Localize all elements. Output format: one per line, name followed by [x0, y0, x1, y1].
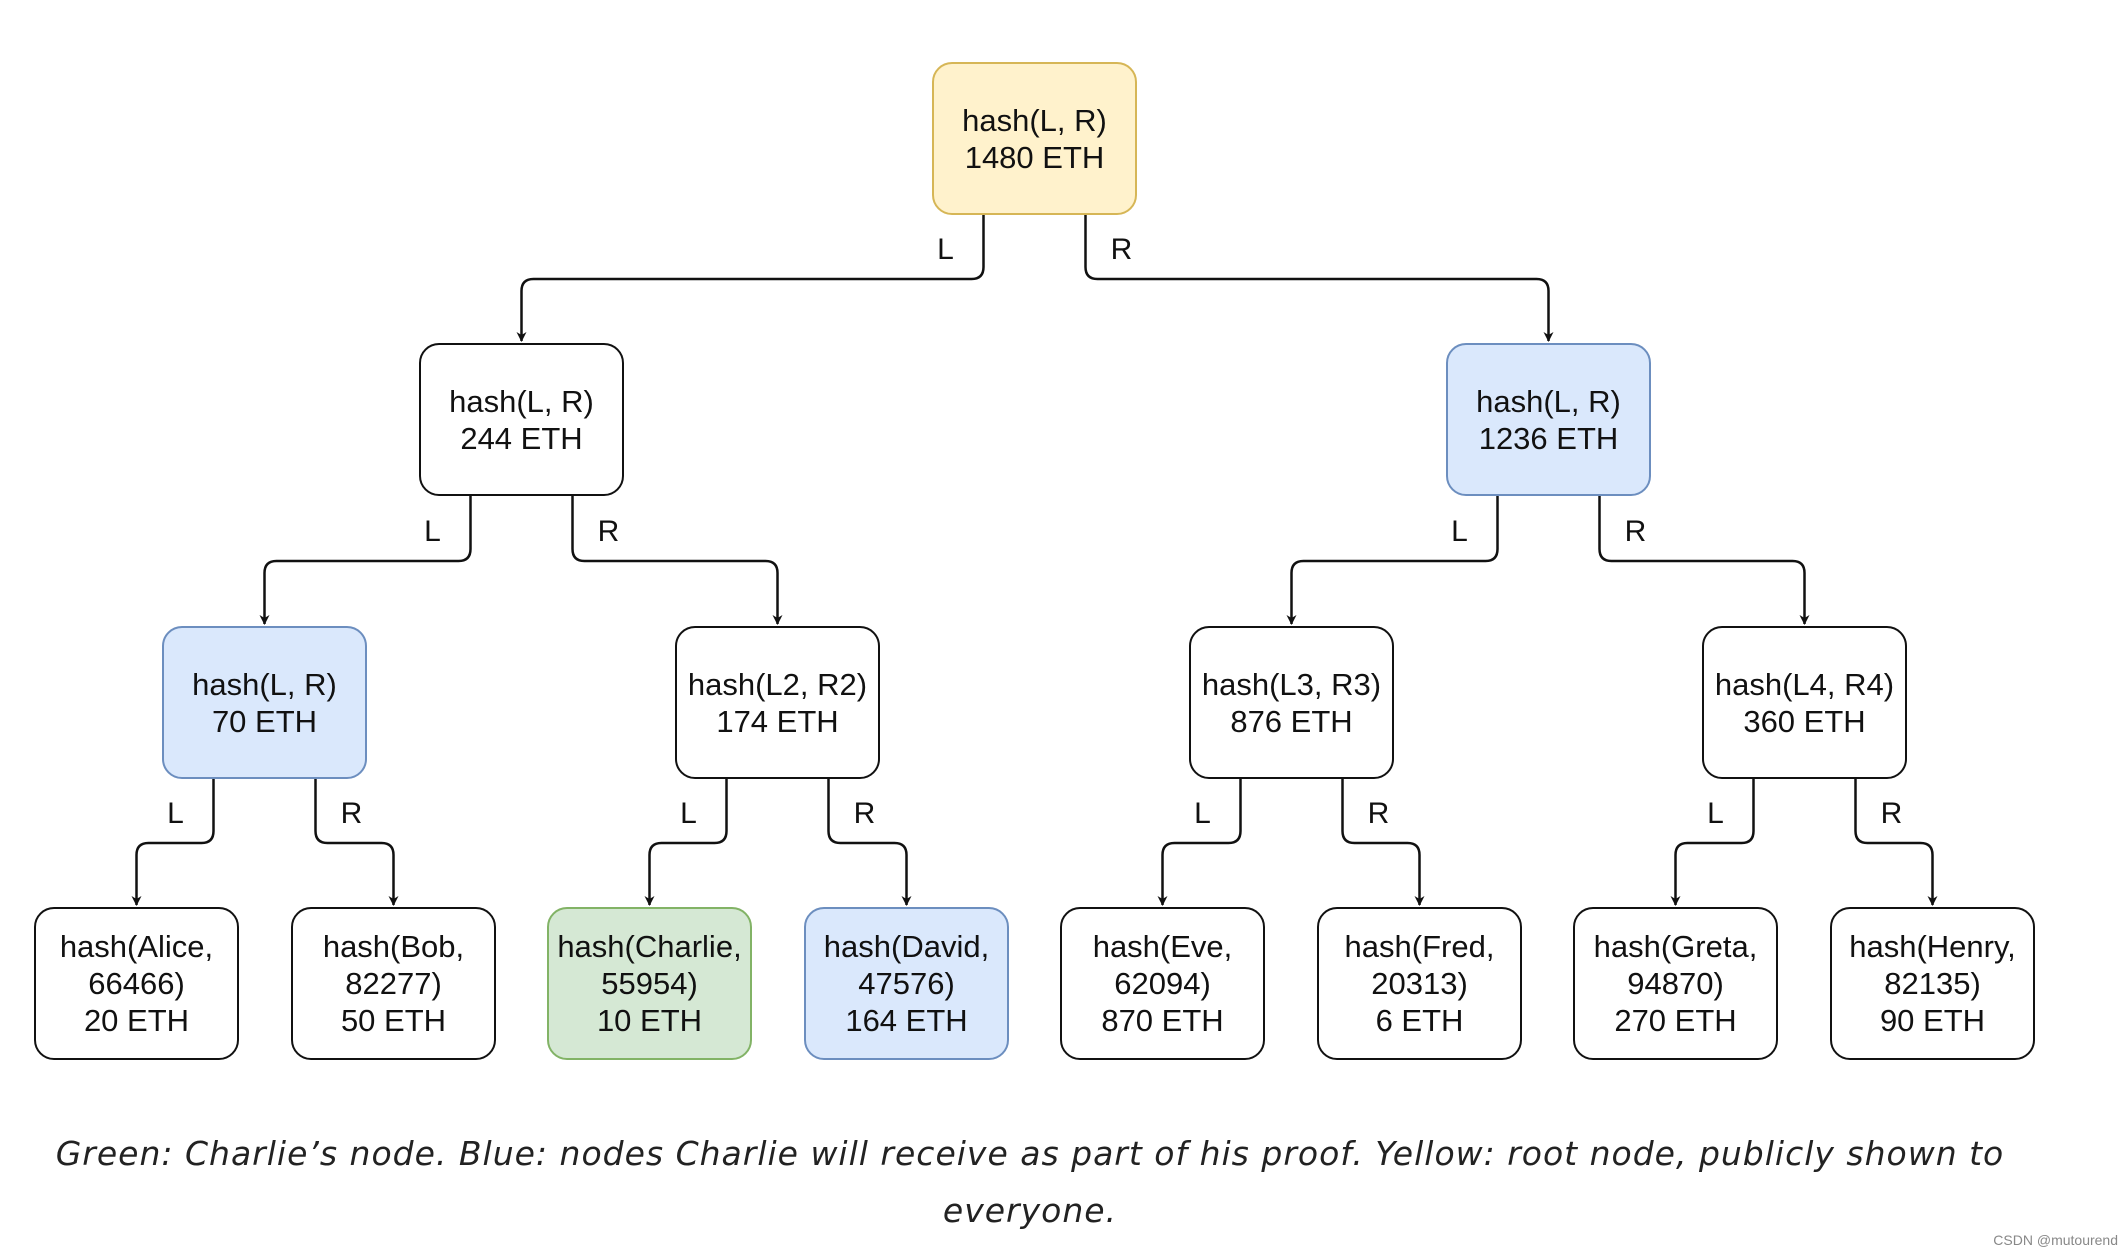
edge-label-l: L [1194, 797, 1211, 831]
node-text-line: 10 ETH [596, 1003, 703, 1038]
node-text-line: 82135) [1884, 966, 1981, 1001]
node-text-line: hash(L, R) [962, 102, 1107, 138]
node-text-line: 1236 ETH [1478, 420, 1619, 456]
edge-label-l: L [937, 233, 954, 267]
tree-node-n1: hash(L, R)244 ETH [419, 343, 624, 496]
node-text-line: 360 ETH [1743, 703, 1866, 739]
node-text-line: 62094) [1114, 966, 1211, 1001]
figure-caption: Green: Charlie’s node. Blue: nodes Charl… [0, 1125, 2060, 1239]
edge-n12-david [827, 779, 912, 906]
node-text-line: 82277) [345, 966, 442, 1001]
edge-root-n1 [516, 215, 985, 342]
edge-label-r: R [340, 797, 363, 831]
tree-node-fred: hash(Fred,20313)6 ETH [1317, 907, 1522, 1060]
tree-node-greta: hash(Greta,94870)270 ETH [1573, 907, 1778, 1060]
node-text-line: hash(L, R) [449, 383, 594, 419]
tree-node-n12: hash(L2, R2)174 ETH [675, 626, 880, 779]
node-text-line: hash(Eve, [1092, 929, 1233, 964]
node-text-line: hash(Charlie, [557, 929, 742, 964]
edge-label-r: R [1110, 233, 1133, 267]
caption-line-1: Green: Charlie’s node. Blue: nodes Charl… [55, 1134, 2005, 1173]
node-text-line: hash(L4, R4) [1714, 666, 1895, 702]
edge-n1-n12 [571, 496, 783, 625]
tree-node-root: hash(L, R)1480 ETH [932, 62, 1137, 215]
node-text-line: 50 ETH [340, 1003, 447, 1038]
tree-node-n22: hash(L4, R4)360 ETH [1702, 626, 1907, 779]
node-text-line: hash(Bob, [322, 929, 465, 964]
edge-n11-bob [314, 779, 399, 906]
caption-line-2: everyone. [942, 1191, 1118, 1230]
tree-node-alice: hash(Alice,66466)20 ETH [34, 907, 239, 1060]
node-text-line: 20 ETH [83, 1003, 190, 1038]
node-text-line: hash(Alice, [59, 929, 214, 964]
tree-node-david: hash(David,47576)164 ETH [804, 907, 1009, 1060]
tree-node-n21: hash(L3, R3)876 ETH [1189, 626, 1394, 779]
tree-node-n2: hash(L, R)1236 ETH [1446, 343, 1651, 496]
node-text-line: 6 ETH [1375, 1003, 1464, 1038]
node-text-line: 876 ETH [1230, 703, 1353, 739]
edge-n2-n22 [1598, 496, 1810, 625]
node-text-line: 870 ETH [1101, 1003, 1224, 1038]
node-text-line: hash(David, [823, 929, 990, 964]
node-text-line: 20313) [1371, 966, 1468, 1001]
node-text-line: hash(L2, R2) [687, 666, 868, 702]
tree-node-n11: hash(L, R)70 ETH [162, 626, 367, 779]
edge-n11-alice [131, 779, 215, 906]
edge-n22-greta [1670, 779, 1755, 906]
edge-label-l: L [680, 797, 697, 831]
node-text-line: hash(L3, R3) [1201, 666, 1382, 702]
edge-n12-charlie [644, 779, 728, 906]
node-text-line: 47576) [858, 966, 955, 1001]
edge-label-r: R [1880, 797, 1903, 831]
edge-label-r: R [597, 514, 620, 548]
node-text-line: hash(Henry, [1849, 929, 2016, 964]
tree-node-charlie: hash(Charlie,55954)10 ETH [547, 907, 752, 1060]
edge-label-r: R [1367, 797, 1390, 831]
edge-root-n2 [1084, 215, 1554, 342]
tree-node-henry: hash(Henry,82135)90 ETH [1830, 907, 2035, 1060]
edge-label-l: L [167, 797, 184, 831]
edge-label-r: R [853, 797, 876, 831]
node-text-line: 244 ETH [460, 420, 583, 456]
edge-label-l: L [1451, 514, 1468, 548]
node-text-line: 164 ETH [845, 1003, 968, 1038]
node-text-line: hash(Greta, [1593, 929, 1758, 964]
node-text-line: 55954) [601, 966, 698, 1001]
tree-node-bob: hash(Bob,82277)50 ETH [291, 907, 496, 1060]
node-text-line: 66466) [88, 966, 185, 1001]
edge-n2-n21 [1286, 496, 1499, 625]
node-text-line: hash(Fred, [1344, 929, 1495, 964]
watermark: CSDN @mutourend [1993, 1232, 2118, 1248]
edge-label-l: L [424, 514, 441, 548]
edge-n21-fred [1341, 779, 1425, 906]
node-text-line: hash(L, R) [1476, 383, 1621, 419]
node-text-line: 70 ETH [211, 703, 318, 739]
node-text-line: 90 ETH [1879, 1003, 1986, 1038]
edge-label-r: R [1624, 514, 1647, 548]
node-text-line: 1480 ETH [964, 139, 1105, 175]
edge-n1-n11 [259, 496, 472, 625]
tree-node-eve: hash(Eve,62094)870 ETH [1060, 907, 1265, 1060]
node-text-line: 94870) [1627, 966, 1724, 1001]
node-text-line: 270 ETH [1614, 1003, 1737, 1038]
edge-n22-henry [1854, 779, 1938, 906]
node-text-line: hash(L, R) [192, 666, 337, 702]
edge-label-l: L [1707, 797, 1724, 831]
edge-n21-eve [1157, 779, 1242, 906]
node-text-line: 174 ETH [716, 703, 839, 739]
